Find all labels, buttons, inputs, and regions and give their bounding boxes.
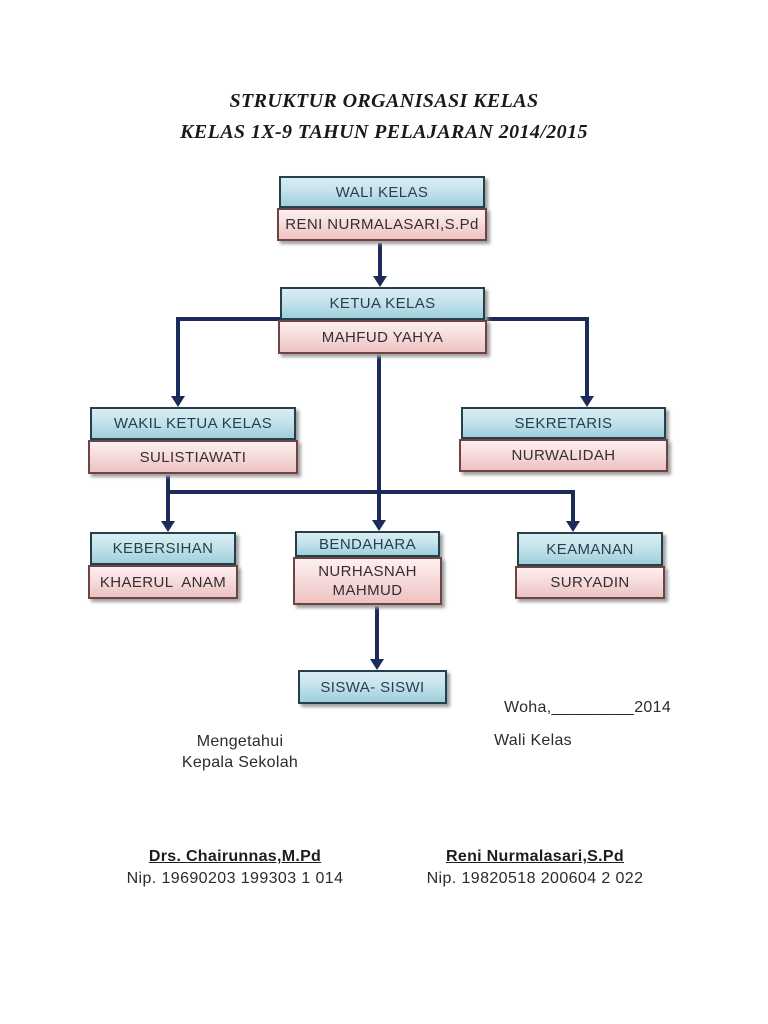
signature-wali-kelas: Reni Nurmalasari,S.Pd Nip. 19820518 2006… [405, 846, 665, 890]
role-label: KEBERSIHAN [90, 532, 236, 565]
org-node-sekretaris: SEKRETARIS NURWALIDAH [459, 407, 668, 472]
arrow-down-icon [373, 276, 387, 287]
signature-kepala-sekolah: Drs. Chairunnas,M.Pd Nip. 19690203 19930… [105, 846, 365, 890]
org-node-keamanan: KEAMANAN SURYADIN [515, 532, 665, 599]
org-node-ketua-kelas: KETUA KELAS MAHFUD YAHYA [278, 287, 487, 354]
org-node-wakil-ketua-kelas: WAKIL KETUA KELAS SULISTIAWATI [88, 407, 298, 474]
role-label: WAKIL KETUA KELAS [90, 407, 296, 440]
person-label: NURWALIDAH [459, 439, 668, 472]
org-node-siswa-siswi: SISWA- SISWI [298, 670, 447, 704]
wali-kelas-label: Wali Kelas [494, 732, 572, 749]
signatory-name: Reni Nurmalasari,S.Pd [446, 848, 624, 865]
signatory-nip: Nip. 19690203 199303 1 014 [126, 870, 344, 887]
arrow-down-icon [372, 520, 386, 531]
connector-wali-to-ketua [378, 243, 382, 277]
person-label: SULISTIAWATI [88, 440, 298, 474]
org-node-wali-kelas: WALI KELAS RENI NURMALASARI,S.Pd [277, 176, 487, 241]
signatory-name: Drs. Chairunnas,M.Pd [148, 848, 322, 865]
page-title-line1: STRUKTUR ORGANISASI KELAS [229, 90, 539, 112]
org-node-bendahara: BENDAHARA NURHASNAH MAHMUD [293, 531, 442, 605]
kepala-sekolah-label: Kepala Sekolah [181, 754, 299, 771]
arrow-down-icon [566, 521, 580, 532]
role-label: WALI KELAS [279, 176, 485, 208]
role-label: SEKRETARIS [461, 407, 666, 439]
connector-to-sekretaris [585, 317, 589, 397]
connector-to-kebersihan [166, 475, 170, 522]
role-label: BENDAHARA [295, 531, 440, 557]
connector-to-keamanan [571, 490, 575, 522]
arrow-down-icon [161, 521, 175, 532]
date-place-line: Woha,_________2014 [504, 699, 672, 716]
org-node-kebersihan: KEBERSIHAN KHAERUL ANAM [88, 532, 238, 599]
arrow-down-icon [580, 396, 594, 407]
person-label: MAHFUD YAHYA [278, 320, 487, 354]
arrow-down-icon [370, 659, 384, 670]
person-label: SURYADIN [515, 566, 665, 599]
connector-bendahara-to-siswa [375, 606, 379, 660]
person-label: NURHASNAH MAHMUD [293, 557, 442, 605]
person-label: RENI NURMALASARI,S.Pd [277, 208, 487, 241]
person-label: KHAERUL ANAM [88, 565, 238, 599]
role-label: KETUA KELAS [280, 287, 485, 320]
signatory-nip: Nip. 19820518 200604 2 022 [426, 870, 644, 887]
connector-ketua-to-bendahara [377, 354, 381, 521]
connector-row3-horizontal [166, 490, 575, 494]
arrow-down-icon [171, 396, 185, 407]
role-label: KEAMANAN [517, 532, 663, 566]
mengetahui-label: Mengetahui [196, 733, 284, 750]
role-label: SISWA- SISWI [298, 670, 447, 704]
page-title: STRUKTUR ORGANISASI KELAS KELAS 1X-9 TAH… [0, 86, 768, 148]
connector-to-wakil [176, 317, 180, 397]
page-title-line2: KELAS 1X-9 TAHUN PELAJARAN 2014/2015 [180, 121, 588, 143]
left-signatory-heading: Mengetahui Kepala Sekolah [150, 731, 330, 773]
